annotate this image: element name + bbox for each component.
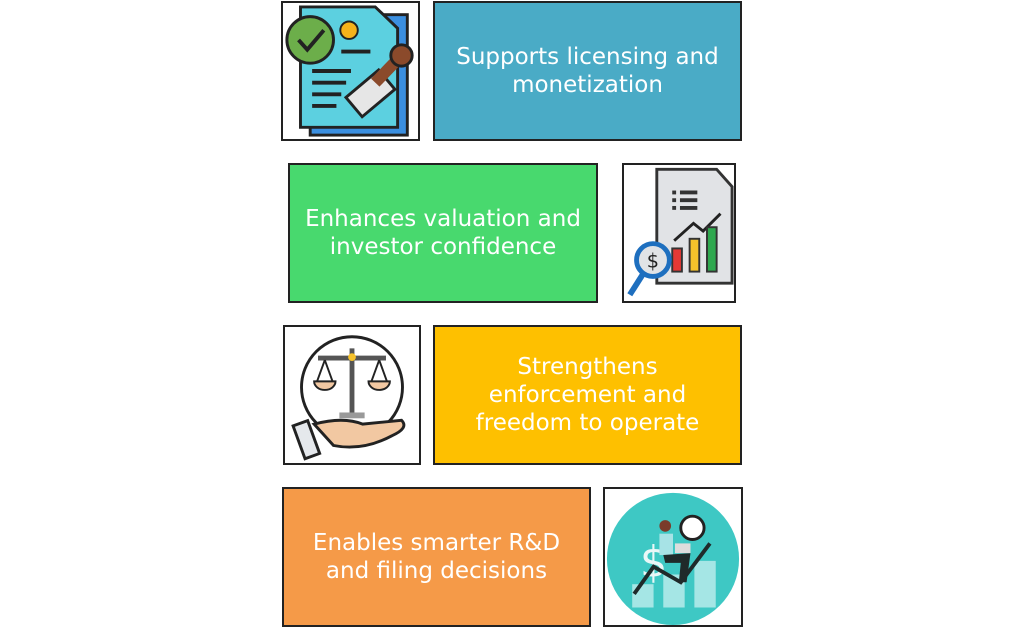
benefit-card-rnd: Enables smarter R&D and filing decisions xyxy=(282,487,591,627)
document-stamp-icon xyxy=(281,1,420,141)
benefit-card-enforcement: Strengthens enforcement and freedom to o… xyxy=(433,325,742,465)
benefit-label: Strengthens enforcement and freedom to o… xyxy=(475,354,700,436)
benefit-label: Enhances valuation and investor confiden… xyxy=(305,206,581,260)
benefit-card-valuation: Enhances valuation and investor confiden… xyxy=(288,163,598,303)
benefit-card-licensing: Supports licensing and monetization xyxy=(433,1,742,141)
justice-scale-hand-icon xyxy=(283,325,421,465)
benefit-label: Supports licensing and monetization xyxy=(456,44,719,98)
growth-analyst-icon: $ xyxy=(603,487,743,627)
benefit-label: Enables smarter R&D and filing decisions xyxy=(312,530,561,584)
financial-report-icon: $ xyxy=(622,163,736,303)
svg-text:$: $ xyxy=(647,250,659,273)
